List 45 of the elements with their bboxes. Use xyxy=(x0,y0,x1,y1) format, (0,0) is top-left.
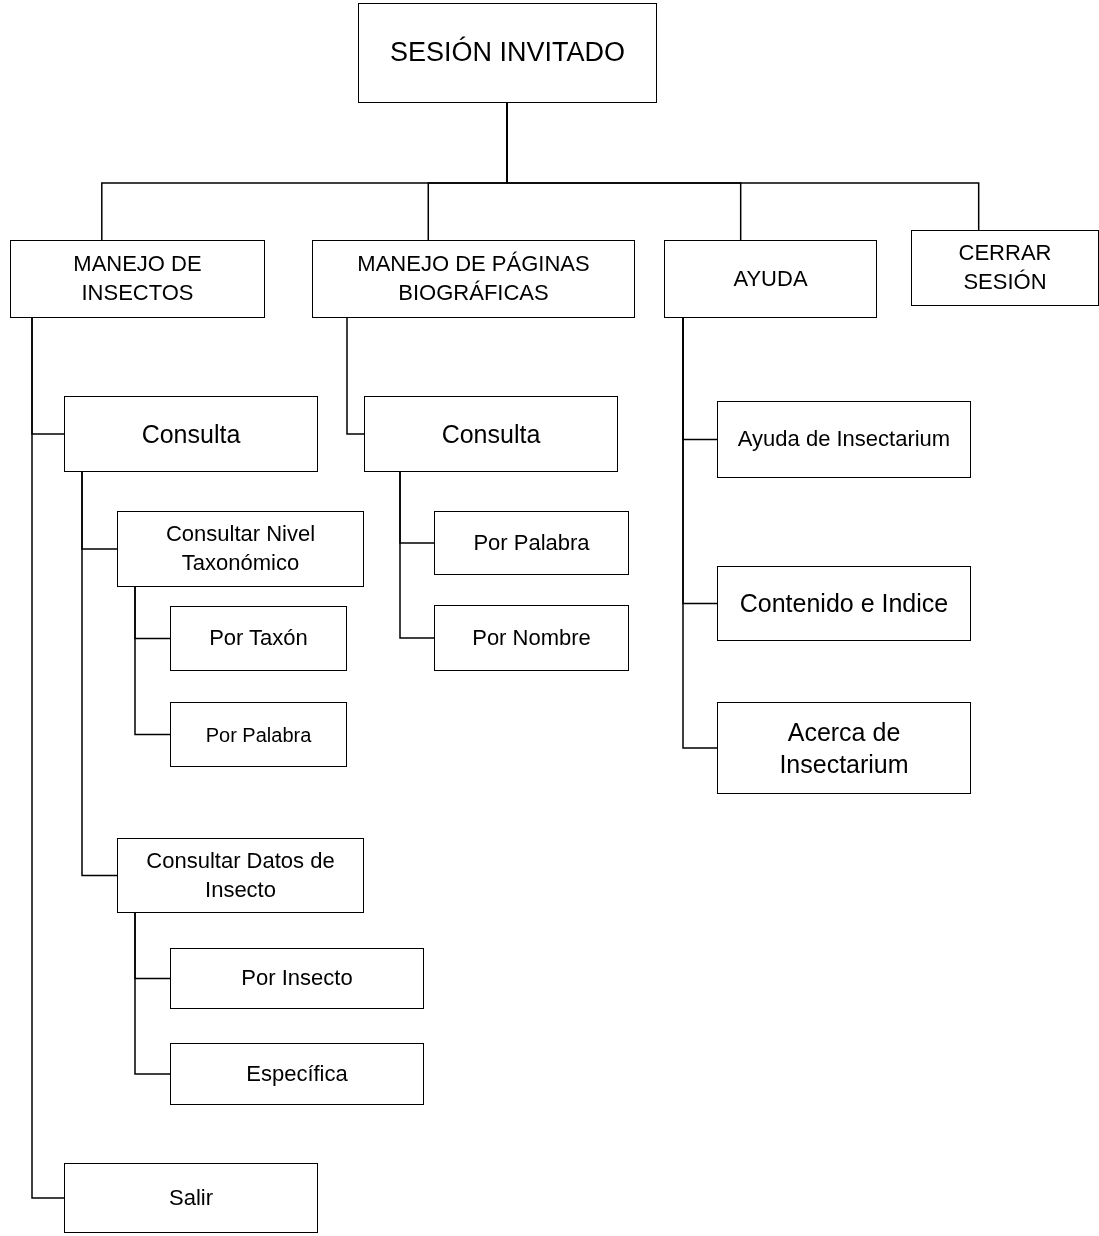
menu-label: Por Nombre xyxy=(472,623,591,652)
menu-label: Por Palabra xyxy=(205,722,312,748)
menu-label: Acerca de Insectarium xyxy=(778,716,910,780)
menu-box xyxy=(434,511,629,575)
menu-box xyxy=(911,230,1099,306)
menu-label: CERRAR SESIÓN xyxy=(957,239,1053,296)
menu-box xyxy=(717,566,971,641)
connector-line xyxy=(134,912,171,1075)
menu-box xyxy=(10,240,265,318)
connector-line xyxy=(346,317,365,435)
menu-label: Salir xyxy=(169,1183,213,1212)
menu-box xyxy=(364,396,618,472)
menu-box xyxy=(664,240,877,318)
menu-label: MANEJO DE INSECTOS xyxy=(72,250,203,307)
menu-box xyxy=(170,702,347,767)
menu-box xyxy=(64,1163,318,1233)
menu-box xyxy=(170,948,424,1009)
connector-line xyxy=(81,471,118,877)
menu-box xyxy=(312,240,635,318)
menu-label: Ayuda de Insectarium xyxy=(737,425,951,454)
menu-label: Consultar Datos de Insecto xyxy=(145,846,336,904)
connector-line xyxy=(31,317,65,1199)
menu-label: SESIÓN INVITADO xyxy=(389,35,625,70)
menu-box xyxy=(117,838,364,913)
menu-box xyxy=(434,605,629,671)
connector-line xyxy=(399,471,435,639)
menu-label: Consulta xyxy=(141,418,241,450)
menu-label: Por Taxón xyxy=(209,624,308,653)
connector-line xyxy=(682,317,718,749)
menu-label: Por Insecto xyxy=(241,964,353,993)
menu-label: Por Palabra xyxy=(473,528,590,557)
menu-label: Contenido e Indice xyxy=(739,588,949,620)
menu-box xyxy=(170,606,347,671)
menu-label: Específica xyxy=(246,1059,348,1088)
menu-label: Consulta xyxy=(441,418,541,450)
menu-box xyxy=(717,702,971,794)
menu-box xyxy=(64,396,318,472)
menu-box xyxy=(117,511,364,587)
menu-box xyxy=(170,1043,424,1105)
menu-label: Consultar Nivel Taxonómico xyxy=(164,520,317,577)
menu-label: MANEJO DE PÁGINAS BIOGRÁFICAS xyxy=(356,250,591,307)
menu-box xyxy=(717,401,971,478)
menu-box xyxy=(358,3,657,103)
connector-line xyxy=(134,586,171,736)
menu-label: AYUDA xyxy=(733,264,808,293)
